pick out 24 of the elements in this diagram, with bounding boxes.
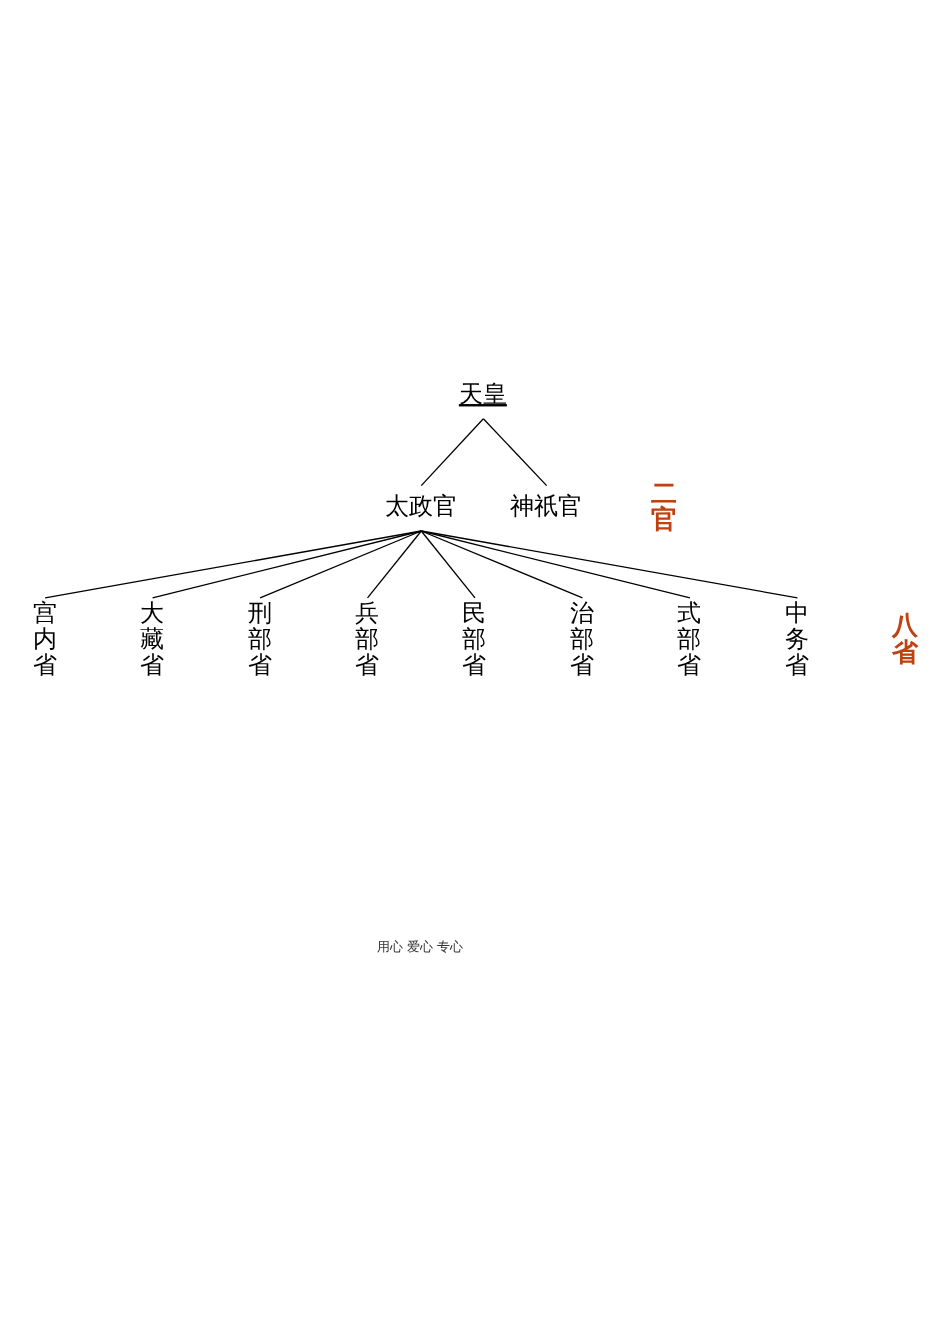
connector [366, 529, 422, 599]
connector [151, 529, 422, 599]
connector [482, 417, 548, 486]
node-text: 式部省 [677, 598, 702, 679]
connector [420, 417, 484, 486]
node-text: 治部省 [569, 598, 594, 679]
label: 八省 [891, 609, 918, 667]
node-text: 太政官 [384, 491, 457, 520]
connector [44, 529, 422, 599]
node-text: 兵部省 [355, 598, 379, 679]
connector [259, 529, 422, 599]
node-text: 宫内省 [32, 598, 57, 679]
connector [420, 529, 476, 599]
node-text: 天皇 [458, 379, 507, 408]
node-text: 刑部省 [247, 598, 272, 679]
connector [420, 529, 691, 599]
node-text: 民部省 [462, 598, 487, 679]
label: 用心 爱心 专心 [377, 938, 464, 954]
connector [420, 529, 584, 599]
node-text: 中务省 [784, 598, 809, 679]
node-text: 大藏省 [140, 598, 165, 679]
node-text: 神祇官 [510, 491, 583, 520]
connector [420, 529, 799, 599]
label: 二官 [650, 477, 677, 534]
